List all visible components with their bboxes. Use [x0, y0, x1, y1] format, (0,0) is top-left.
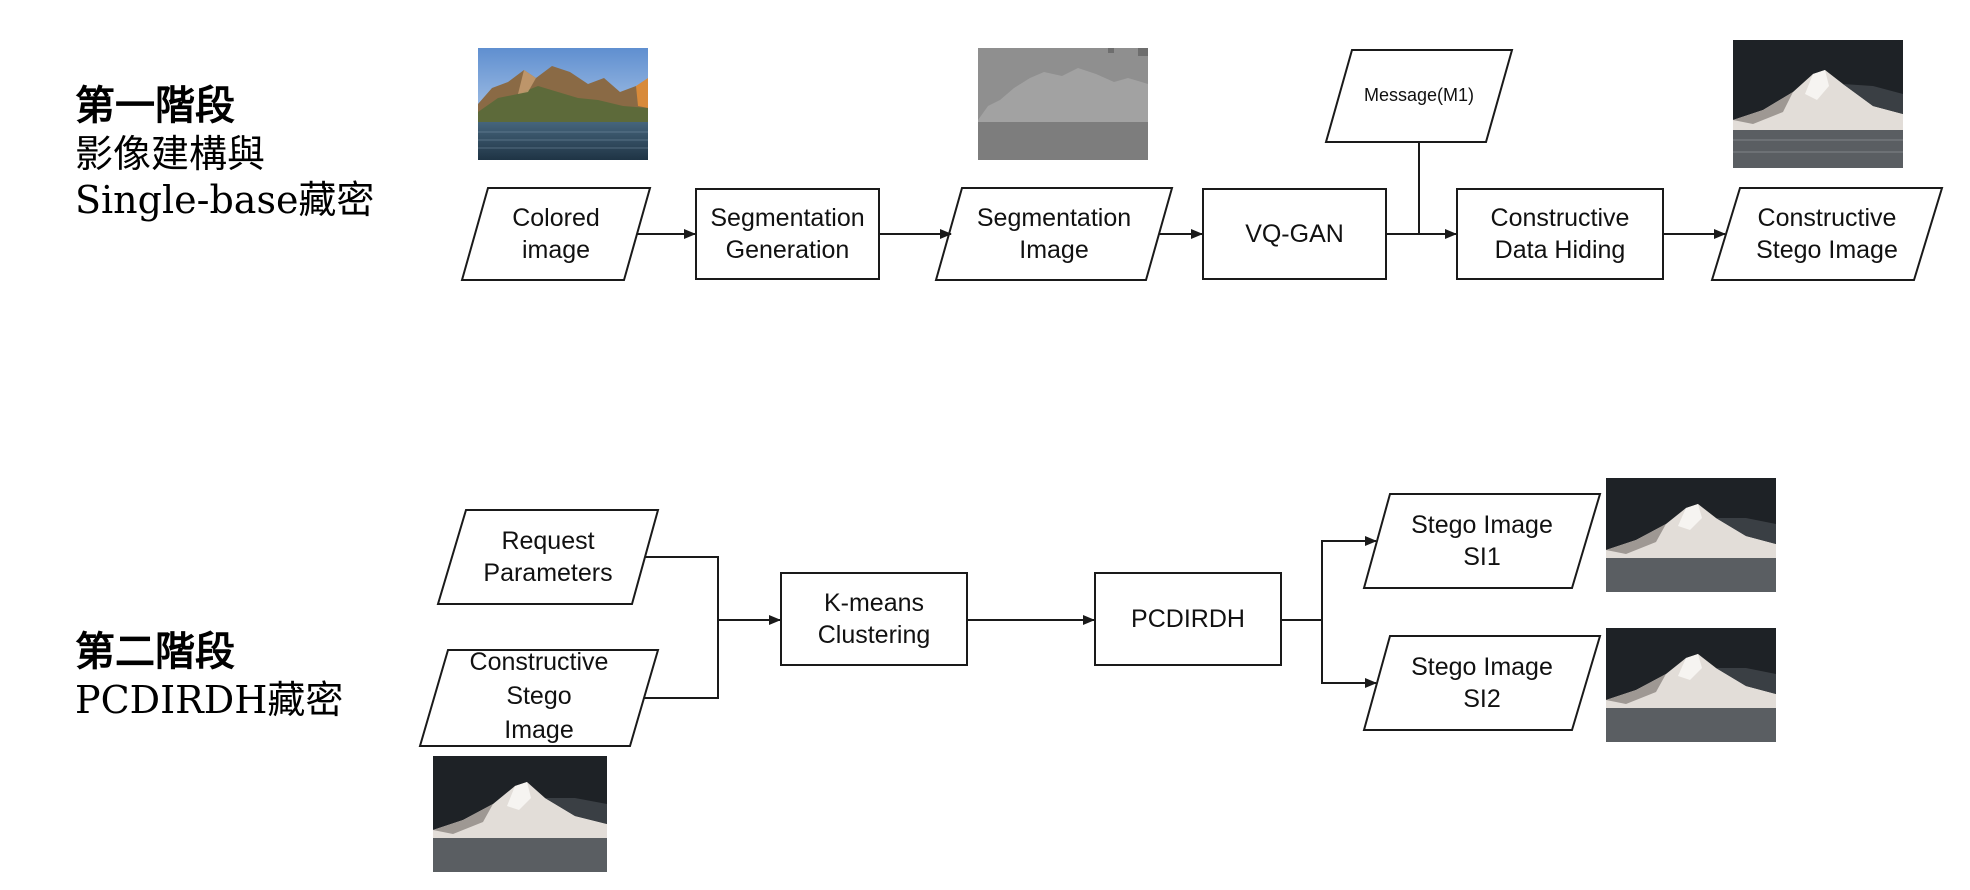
stage1-label: 第一階段 影像建構與 Single-base藏密: [75, 82, 374, 224]
shape-segmentation-image: [934, 187, 1174, 281]
shape-colored-image: [460, 187, 652, 281]
constructive-data-hiding-box: Constructive Data Hiding: [1456, 188, 1664, 280]
shape-constructive-stego-output: [1710, 187, 1944, 281]
pcdirdh-box: PCDIRDH: [1094, 572, 1282, 666]
stego-si2-thumbnail: [1606, 628, 1776, 742]
shape-request-parameters: [436, 509, 660, 605]
stage2-label: 第二階段 PCDIRDH藏密: [75, 628, 343, 723]
colored-landscape-thumbnail: [478, 48, 648, 160]
stego-image-thumbnail-stage1: [1733, 40, 1903, 168]
shape-constructive-stego-input: [418, 649, 660, 747]
segmentation-map-thumbnail: [978, 48, 1148, 160]
arrow-to-si1: [1321, 536, 1377, 620]
vq-gan-box: VQ-GAN: [1202, 188, 1387, 280]
stage2-subtitle-line1: PCDIRDH藏密: [75, 677, 344, 722]
stego-input-thumbnail: [433, 756, 607, 872]
stage1-subtitle-line1: 影像建構與: [75, 131, 266, 176]
segmentation-generation-box: Segmentation Generation: [695, 188, 880, 280]
stage1-title: 第一階段: [75, 82, 235, 129]
kmeans-clustering-box: K-means Clustering: [780, 572, 968, 666]
line-stegoinput-merge: [644, 620, 719, 699]
stego-si1-thumbnail: [1606, 478, 1776, 592]
stage2-title: 第二階段: [75, 628, 235, 675]
line-request-merge: [645, 556, 719, 620]
shape-stego-si1: [1362, 493, 1602, 589]
arrow-to-si2: [1321, 620, 1377, 688]
shape-stego-si2: [1362, 635, 1602, 731]
stage1-subtitle-line2: Single-base藏密: [75, 178, 375, 223]
shape-message-m1: [1324, 49, 1514, 143]
